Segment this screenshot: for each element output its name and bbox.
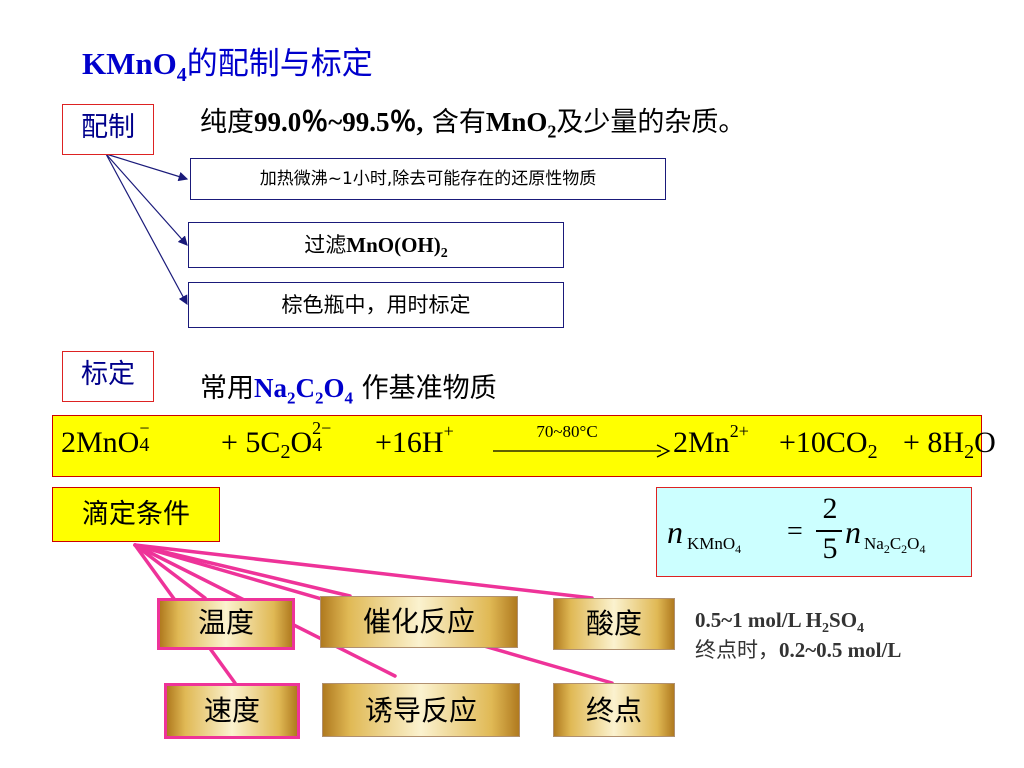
purity-text: 纯度99.0％~99.5％, 含有MnO2及少量的杂质。 — [200, 107, 746, 142]
titration-conditions-tag: 滴定条件 — [52, 487, 220, 542]
eq-term-h: +16H+ — [375, 421, 454, 459]
eq-condition: 70~80°C — [536, 422, 598, 441]
line-to-temperature — [133, 543, 207, 600]
condition-endpoint: 终点 — [553, 683, 675, 737]
prep-step-filter: 过滤MnO(OH)2 — [188, 222, 564, 268]
condition-induced: 诱导反应 — [322, 683, 520, 737]
arrow-to-step3 — [105, 153, 188, 306]
line-to-acidity — [133, 543, 594, 600]
prep-tag: 配制 — [62, 104, 154, 155]
acidity-endpoint: 终点时，0.2~0.5 mol/L — [695, 638, 902, 662]
standardize-text: 常用Na2C2O4 作基准物质 — [200, 373, 497, 408]
formula-sub-kmno4: KMnO4 — [687, 534, 742, 556]
page-title: KMnO4的配制与标定 — [82, 46, 373, 87]
arrow-to-step2 — [105, 153, 188, 246]
eq-term-mno4: 2MnO−4 — [61, 418, 150, 459]
eq-term-h2o: + 8H2O — [903, 426, 996, 463]
eq-term-co2: +10CO2 — [779, 426, 878, 463]
condition-acidity: 酸度 — [553, 598, 675, 650]
eq-term-mn: 2Mn2+ — [673, 421, 749, 459]
condition-temperature: 温度 — [157, 598, 295, 650]
standardize-tag: 标定 — [62, 351, 154, 402]
acidity-info: 0.5~1 mol/L H2SO4 终点时，0.2~0.5 mol/L — [695, 605, 901, 665]
fraction-bar — [816, 530, 842, 532]
line-to-catalysis — [133, 543, 352, 598]
condition-catalysis: 催化反应 — [320, 596, 518, 648]
eq-arrow — [493, 444, 671, 458]
arrow-to-step1 — [105, 153, 189, 182]
prep-step-heat: 加热微沸~1小时,除去可能存在的还原性物质 — [190, 158, 666, 200]
stoichiometry-formula: n KMnO4 = 2 5 n Na2C2O4 — [656, 487, 972, 577]
acidity-concentration: 0.5~1 mol/L H2SO4 — [695, 608, 865, 637]
prep-step-storage: 棕色瓶中，用时标定 — [188, 282, 564, 328]
formula-sub-na2c2o4: Na2C2O4 — [864, 534, 926, 556]
condition-speed: 速度 — [164, 683, 300, 739]
